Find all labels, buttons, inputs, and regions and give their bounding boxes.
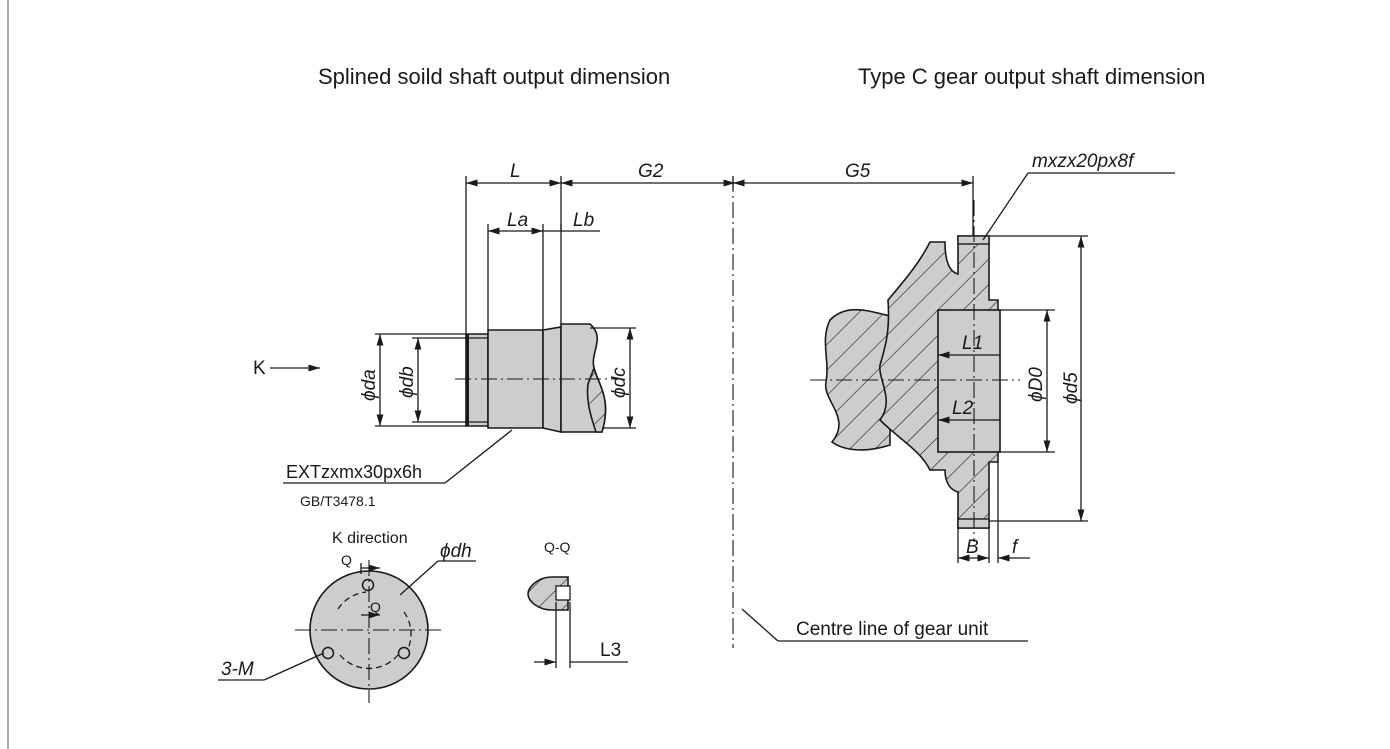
k-direction-title: K direction bbox=[332, 530, 408, 547]
label-D0: ϕD0 bbox=[1026, 367, 1047, 402]
label-L2: L2 bbox=[952, 398, 974, 419]
spline-std: GB/T3478.1 bbox=[300, 493, 376, 509]
label-K: K bbox=[253, 358, 266, 379]
label-La: La bbox=[507, 210, 528, 231]
left-title: Splined soild shaft output dimension bbox=[318, 64, 670, 89]
label-3M: 3-M bbox=[221, 659, 254, 680]
label-L3: L3 bbox=[600, 640, 621, 661]
spline-spec: EXTzxmx30px6h bbox=[286, 462, 422, 482]
label-f: f bbox=[1012, 537, 1019, 558]
label-dc: ϕdc bbox=[609, 367, 630, 398]
label-q-top: Q bbox=[341, 552, 352, 568]
drawing-frame bbox=[7, 0, 9, 749]
label-G5: G5 bbox=[845, 161, 871, 182]
label-d5: ϕd5 bbox=[1061, 372, 1082, 404]
label-dh: ϕdh bbox=[440, 541, 472, 562]
label-da: ϕda bbox=[359, 369, 380, 401]
gear-spec: mxzx20px8f bbox=[1032, 151, 1135, 172]
label-QQ: Q-Q bbox=[544, 539, 571, 555]
label-Lb: Lb bbox=[573, 210, 594, 231]
label-B: B bbox=[966, 537, 979, 558]
label-G2: G2 bbox=[638, 161, 664, 182]
label-L: L bbox=[510, 161, 521, 182]
label-q-mid: Q bbox=[370, 599, 381, 615]
label-L1: L1 bbox=[962, 333, 983, 354]
right-title: Type C gear output shaft dimension bbox=[858, 64, 1205, 89]
section-qq bbox=[527, 576, 571, 611]
splined-shaft bbox=[465, 323, 607, 433]
centre-line-label: Centre line of gear unit bbox=[796, 619, 989, 640]
label-db: ϕdb bbox=[397, 366, 418, 398]
